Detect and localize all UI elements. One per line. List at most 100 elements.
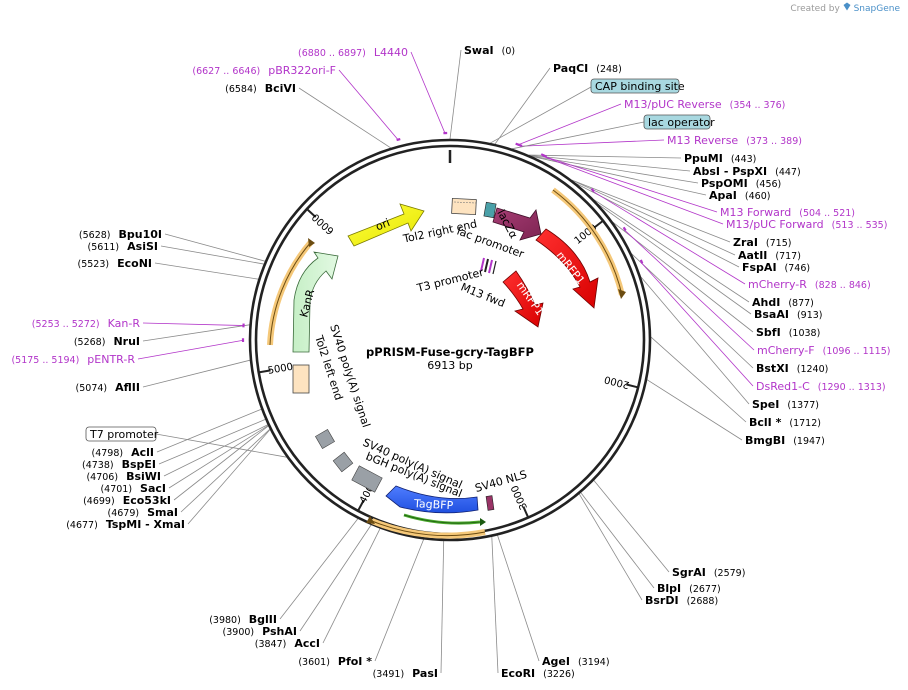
- site-leader: [580, 492, 655, 589]
- site-label: (4798)AclI: [92, 446, 155, 459]
- primer-mark: [622, 226, 627, 232]
- site-label: AatII(717): [738, 249, 801, 262]
- site-leader: [650, 336, 747, 423]
- site-leader: [631, 253, 754, 369]
- site-label: ZraI(715): [733, 236, 791, 249]
- site-label: (3847)AccI: [255, 637, 320, 650]
- site-label: SwaI(0): [464, 44, 515, 57]
- feature-sv40-nls-mark: [485, 495, 495, 511]
- primer-labels: (6880 .. 6897)L4440 (6627 .. 6646)pBR322o…: [11, 46, 890, 393]
- primer-leader: [137, 339, 245, 360]
- site-leader: [187, 429, 271, 525]
- primer-label: M13 Reverse(373 .. 389): [667, 134, 802, 147]
- site-label: SpeI(1377): [752, 398, 819, 411]
- site-label: PpuMI(443): [684, 152, 756, 165]
- primer-mark: [639, 259, 644, 264]
- boxed-lac-operator: lac operator: [648, 116, 715, 129]
- site-leader: [571, 179, 736, 256]
- site-leader: [374, 539, 425, 662]
- site-leader: [322, 528, 381, 644]
- gfp-line-arc: [403, 513, 481, 525]
- primer-mark: [396, 138, 401, 142]
- tick-3000: [522, 506, 530, 518]
- primer-label: (6880 .. 6897)L4440: [298, 46, 408, 59]
- feature-mrfp1-inner-arrow: [502, 270, 544, 328]
- primer-label: (6627 .. 6646)pBR322ori-F: [192, 64, 336, 77]
- feature-ori-label: ori: [374, 216, 392, 233]
- site-label: (6584)BciVI: [225, 82, 296, 95]
- tick-6000: [306, 208, 317, 218]
- site-label: BsaAI(913): [754, 308, 823, 321]
- site-label: (4701)SacI: [100, 482, 166, 495]
- primer-label: mCherry-R(828 .. 846): [748, 278, 871, 291]
- site-label: SgrAI(2579): [672, 566, 745, 579]
- site-leader: [593, 199, 750, 303]
- feature-ori-arrow: [347, 203, 425, 247]
- site-leader: [646, 379, 743, 441]
- site-leader: [279, 518, 359, 620]
- primer-leader: [542, 155, 718, 213]
- site-leader: [578, 493, 643, 601]
- boxed-leader: [490, 86, 592, 144]
- tick-1000: [592, 219, 604, 229]
- site-leader: [142, 359, 251, 388]
- primer-label: M13/pUC Forward(513 .. 535): [726, 218, 887, 231]
- site-leader: [142, 324, 250, 342]
- feature-mrfp1-outer-arrow: [535, 228, 599, 309]
- primer-label: (5175 .. 5194)pENTR-R: [11, 353, 135, 366]
- primer-leader: [623, 229, 755, 351]
- primer-label: M13/pUC Reverse(354 .. 376): [624, 98, 785, 111]
- site-leader: [156, 408, 262, 453]
- site-label: (5523)EcoNI: [78, 257, 152, 270]
- site-label: (3491)PasI: [373, 667, 438, 680]
- primer-leader: [519, 139, 665, 147]
- site-label: (5268)NruI: [74, 335, 140, 348]
- feature-tagbfp-arrow: [385, 485, 479, 514]
- site-label: (4677)TspMI - XmaI: [66, 518, 185, 531]
- site-leader: [529, 154, 691, 172]
- boxed-leader: [511, 121, 645, 150]
- site-label: (4699)Eco53kI: [83, 494, 171, 507]
- site-leader: [528, 154, 682, 159]
- site-label: (5611)AsiSI: [88, 240, 158, 253]
- primer-label: DsRed1-C(1290 .. 1313): [756, 380, 886, 393]
- feature-bgh-polya-mark: [351, 465, 383, 493]
- site-leader: [158, 419, 266, 465]
- feature-lacz-arrow: [492, 207, 542, 241]
- site-label: BmgBI(1947): [745, 434, 825, 447]
- site-label: (3980)BglII: [209, 613, 277, 626]
- site-leader: [163, 424, 268, 477]
- primer-mark: [518, 143, 523, 147]
- boxed-t7-promoter: T7 promoter: [89, 428, 159, 441]
- tick-label-5000: 5000: [267, 362, 294, 377]
- site-label: PaqCI(248): [553, 62, 622, 75]
- feature-tol2-left-mark: [292, 364, 310, 394]
- site-leader: [164, 233, 266, 262]
- site-leader: [298, 87, 392, 149]
- site-label: (4679)SmaI: [108, 506, 179, 519]
- tick-5000: [258, 369, 271, 374]
- credit-text: Created by: [790, 4, 840, 14]
- snapgene-credit: Created by SnapGene: [790, 2, 900, 14]
- feature-lac-promoter-mark: [483, 201, 497, 219]
- tick-label-2000: 2000: [603, 373, 630, 390]
- primer-label: M13 Forward(504 .. 521): [720, 206, 855, 219]
- primer-label: mCherry-F(1096 .. 1115): [757, 344, 890, 357]
- site-label: AhdI(877): [752, 296, 814, 309]
- site-label: AgeI(3194): [542, 655, 610, 668]
- feature-sv40-polya-mark-1: [315, 429, 335, 449]
- site-label: (4706)BsiWI: [86, 470, 161, 483]
- primer-mark: [542, 154, 548, 158]
- feature-tagbfp-label: TagBFP: [413, 497, 454, 512]
- primer-leader: [142, 322, 245, 326]
- orf-arcs: [267, 187, 626, 539]
- site-leader: [173, 425, 269, 501]
- site-leader: [154, 262, 259, 280]
- site-leader: [494, 67, 551, 145]
- feature-m13-fwd-label: M13 fwd: [459, 281, 507, 311]
- boxed-labels: CAP binding site lac operator T7 promote…: [85, 78, 715, 442]
- snapgene-logo-icon: [843, 2, 851, 11]
- site-label: SbfI(1038): [756, 326, 820, 339]
- site-leader: [449, 49, 462, 140]
